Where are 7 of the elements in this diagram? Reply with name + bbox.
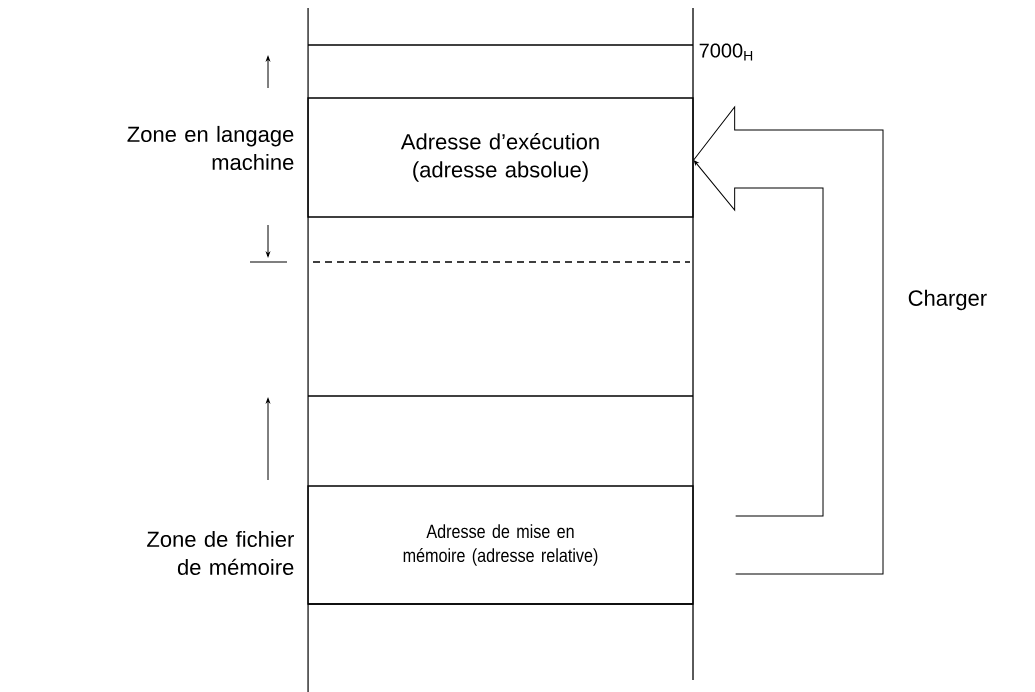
zone-label: Zone de fichier de mémoire: [147, 530, 294, 576]
edge-label: Charger: [908, 289, 987, 311]
memory-cell: Adresse d’exécution (adresse absolue): [307, 97, 694, 218]
memory-cell: Adresse de mise en mémoire (adresse relative): [307, 485, 694, 605]
zone-label: Zone en langage machine: [127, 125, 294, 171]
hollow-arrow: [693, 106, 884, 575]
address-label: 7000$_{H}$: [699, 43, 753, 61]
